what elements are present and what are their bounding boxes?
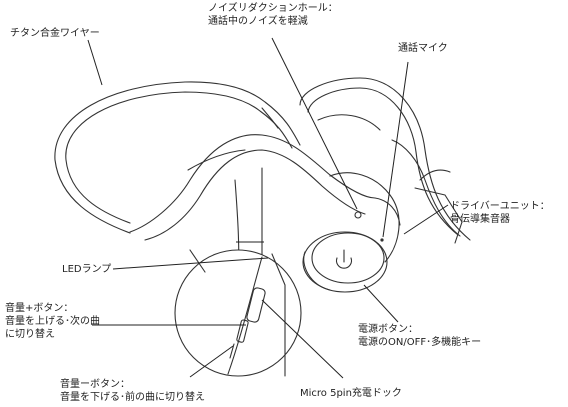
titanium-neckband xyxy=(54,81,301,234)
label-volume-up-button: 音量+ボタン： 音量を上げる･次の曲 に切り替え xyxy=(5,303,100,340)
leader-lines xyxy=(87,37,449,379)
call-mic-hole xyxy=(380,238,384,242)
label-power-button: 電源ボタン： 電源のON/OFF･多機能キー xyxy=(358,324,482,348)
noise-reduction-hole xyxy=(354,211,362,219)
volume-button xyxy=(236,319,249,343)
label-call-mic: 通話マイク xyxy=(398,43,448,54)
label-led-lamp: LEDランプ xyxy=(62,264,112,275)
magnified-inset xyxy=(174,249,302,377)
label-micro-usb-dock: Micro 5pin充電ドック xyxy=(300,388,402,399)
rear-ear-hook xyxy=(299,77,471,244)
driver-disc xyxy=(302,231,388,293)
label-driver-unit: ドライバーユニット： 骨伝導集音器 xyxy=(450,201,550,225)
front-ear-hook xyxy=(129,134,401,263)
label-noise-reduction-hole: ノイズリダクションホール： 通話中のノイズを軽減 xyxy=(208,3,338,27)
power-symbol-icon xyxy=(335,249,353,269)
label-titanium-wire: チタン合金ワイヤー xyxy=(10,28,100,39)
label-volume-down-button: 音量ーボタン： 音量を下げる･前の曲に切り替え xyxy=(60,379,205,403)
button-slot xyxy=(246,287,266,323)
